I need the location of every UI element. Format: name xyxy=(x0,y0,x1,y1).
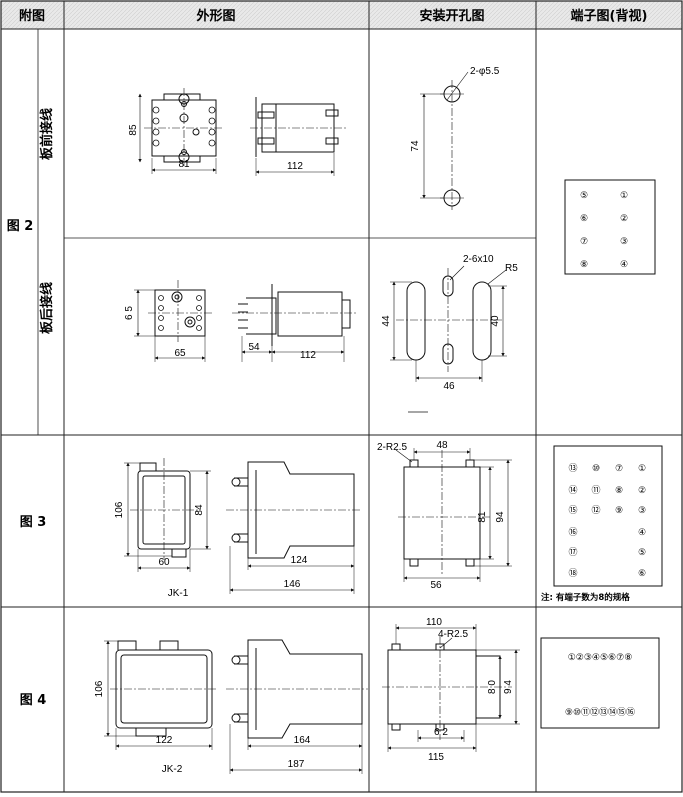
dim-fig3-56: 56 xyxy=(430,580,442,591)
dim-fig2-front-height: 85 xyxy=(128,124,139,136)
sublabel-rear-wiring: 板后接线 xyxy=(39,282,55,334)
fig3-terminal-grid: ⑬ ⑩ ⑦ ① ⑭ ⑪ ⑧ ② ⑮ ⑫ ⑨ ③ ⑯ ④ ⑰ ⑤ ⑱ ⑥ xyxy=(568,463,646,578)
row-label-fig4: 图 4 xyxy=(20,693,47,708)
dim-fig3-corner-radius: 2-R2.5 xyxy=(377,442,407,453)
terminal: ② xyxy=(638,485,646,495)
terminal: ⑬ xyxy=(568,463,577,473)
fig3-note: 注: 有端子数为8的规格 xyxy=(541,592,630,603)
terminal: ⑧ xyxy=(580,259,588,269)
terminal: ⑤ xyxy=(580,190,588,200)
fig3-model: JK-1 xyxy=(168,588,189,599)
fig4-terminals-bottom: ⑨⑩⑪⑫⑬⑭⑮⑯ xyxy=(565,707,635,717)
terminal: ⑦ xyxy=(615,463,623,473)
row-label-fig2: 图 2 xyxy=(7,219,34,234)
row-label-fig3: 图 3 xyxy=(20,515,47,530)
fig3-terminal-box xyxy=(553,445,663,587)
dim-fig2-rear-depth: 112 xyxy=(300,350,316,361)
dim-fig2-rear-width: 65 xyxy=(174,348,186,359)
terminal: ④ xyxy=(620,259,628,269)
sublabel-front-wiring: 板前接线 xyxy=(39,108,55,160)
fig2-terminal-grid: ⑤ ① ⑥ ② ⑦ ③ ⑧ ④ xyxy=(580,190,628,269)
dim-fig2-front-holes: 2-φ5.5 xyxy=(470,66,500,77)
dim-fig4-94: 9 4 xyxy=(503,680,514,694)
dim-fig3-depth: 124 xyxy=(291,555,308,566)
dim-fig4-width: 122 xyxy=(156,735,173,746)
dim-fig4-115: 115 xyxy=(428,752,444,763)
terminal: ⑯ xyxy=(568,527,577,537)
header-terminal: 端子图(背视) xyxy=(571,8,648,24)
terminal: ⑩ xyxy=(592,463,600,473)
fig2-front-cutout xyxy=(420,71,469,210)
fig4-terminal-box xyxy=(540,637,660,729)
table-header: 附图 外形图 安装开孔图 端子图(背视) xyxy=(19,8,647,24)
terminal: ⑭ xyxy=(568,485,577,495)
dim-fig4-110: 110 xyxy=(426,617,442,628)
dim-fig2-rear-44: 44 xyxy=(381,315,392,327)
dim-fig2-rear-40: 40 xyxy=(490,315,501,327)
dim-fig4-depth: 164 xyxy=(294,735,311,746)
fig2-front-outline xyxy=(138,88,346,176)
dim-fig3-94: 94 xyxy=(495,511,506,523)
fig4-cutout xyxy=(382,624,520,752)
terminal: ⑥ xyxy=(580,213,588,223)
terminal: ⑤ xyxy=(638,547,646,557)
terminal: ⑦ xyxy=(580,236,588,246)
fig4-model: JK-2 xyxy=(162,764,183,775)
fig2-rear-outline xyxy=(134,280,356,362)
dim-fig3-total-depth: 146 xyxy=(284,579,301,590)
terminal: ③ xyxy=(620,236,628,246)
dim-fig4-total-depth: 187 xyxy=(288,759,305,770)
dim-fig4-62: 6 2 xyxy=(434,727,448,738)
dim-fig2-rear-46: 46 xyxy=(443,381,455,392)
dim-fig2-front-depth: 112 xyxy=(287,161,303,172)
dim-fig2-front-width: 81 xyxy=(178,159,190,170)
terminal: ⑰ xyxy=(568,547,577,557)
terminal: ⑧ xyxy=(615,485,623,495)
fig2-rear-cutout xyxy=(390,265,507,413)
terminal: ⑪ xyxy=(591,485,600,495)
dim-fig2-front-hole-spacing: 74 xyxy=(410,140,421,152)
dim-fig3-48: 48 xyxy=(436,440,448,451)
dim-fig2-rear-slots: 2-6x10 xyxy=(463,254,494,265)
terminal: ④ xyxy=(638,527,646,537)
terminal: ② xyxy=(620,213,628,223)
header-appendix: 附图 xyxy=(19,8,45,24)
dim-fig2-rear-front-depth: 54 xyxy=(248,342,260,353)
terminal: ① xyxy=(620,190,628,200)
dim-fig3-height: 106 xyxy=(114,501,125,518)
terminal: ⑮ xyxy=(568,505,577,515)
dim-fig3-inner-height: 84 xyxy=(194,504,205,516)
terminal: ⑥ xyxy=(638,568,646,578)
dim-fig2-rear-radius: R5 xyxy=(505,263,518,274)
terminal: ① xyxy=(638,463,646,473)
fig3-outline xyxy=(124,458,362,594)
dim-fig3-81: 81 xyxy=(477,511,488,523)
fig3-cutout xyxy=(395,448,512,582)
fig2-terminal-box xyxy=(564,179,656,275)
fig4-outline xyxy=(104,639,368,774)
terminal: ⑨ xyxy=(615,505,623,515)
dim-fig4-height: 106 xyxy=(94,680,105,697)
header-outline: 外形图 xyxy=(195,8,235,24)
terminal: ③ xyxy=(638,505,646,515)
dim-fig2-rear-height: 6 5 xyxy=(124,306,135,320)
fig4-terminals-top: ①②③④⑤⑥⑦⑧ xyxy=(568,652,633,662)
dim-fig3-width: 60 xyxy=(158,557,170,568)
dim-fig4-corner-radius: 4-R2.5 xyxy=(438,629,468,640)
header-cutout: 安装开孔图 xyxy=(419,8,484,24)
dim-fig4-80: 8 0 xyxy=(487,680,498,694)
terminal: ⑱ xyxy=(568,568,577,578)
terminal: ⑫ xyxy=(591,505,600,515)
